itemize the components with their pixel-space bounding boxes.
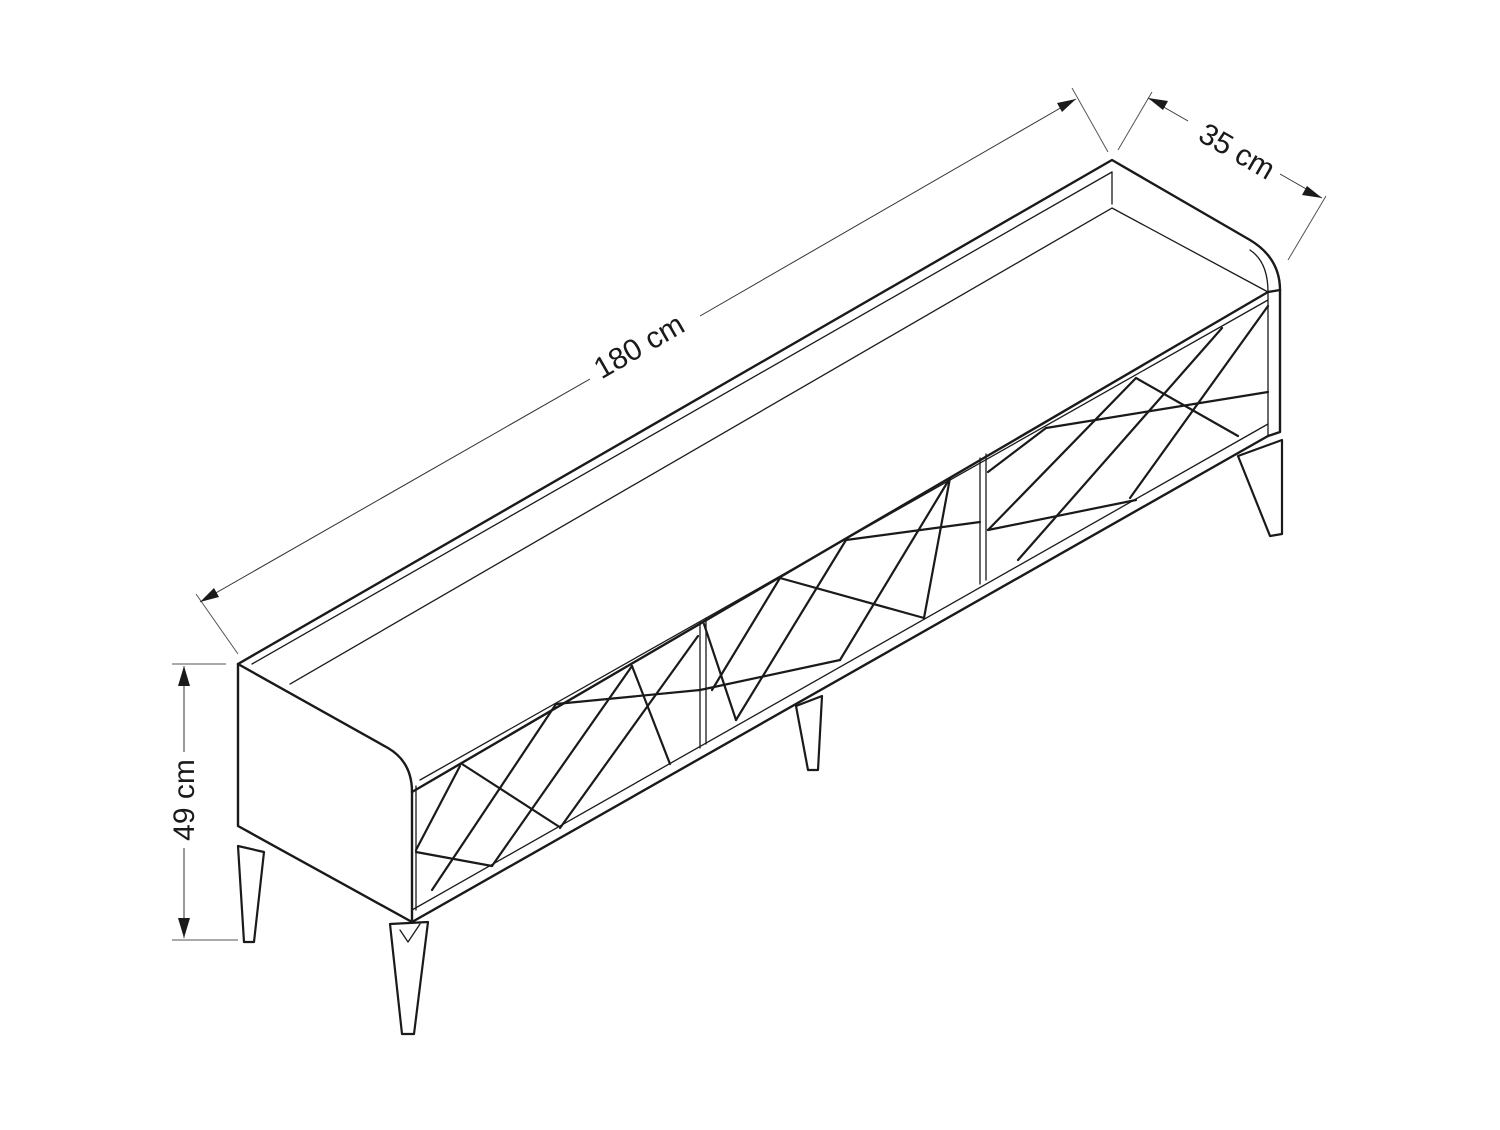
width-dimension: 180 cm	[195, 87, 1109, 655]
pattern-line	[734, 538, 848, 722]
pattern-line	[554, 688, 702, 706]
pattern-line	[1044, 390, 1270, 430]
bottom-inner-edge	[411, 423, 1269, 911]
depth-arrow-bottom	[1302, 186, 1322, 198]
leg-bracket	[399, 923, 421, 943]
pattern-line	[414, 850, 494, 868]
width-line-right	[699, 98, 1077, 317]
leg-back-right	[1236, 438, 1284, 538]
depth-extension-bottom	[1287, 195, 1327, 261]
height-arrow-bottom	[178, 918, 190, 938]
pattern-line	[460, 762, 560, 828]
depth-extension-top	[1117, 91, 1153, 151]
width-extension-left	[195, 593, 239, 655]
pattern-line	[698, 658, 842, 692]
pattern-line	[986, 498, 1138, 532]
pattern-line	[710, 576, 782, 692]
top-recess-edge	[289, 207, 1269, 685]
pattern-line	[702, 622, 738, 722]
bottom-front-edge	[410, 434, 1270, 924]
depth-dimension: 35 cm	[1117, 91, 1327, 261]
left-bottom-lip	[237, 825, 251, 833]
pattern-line	[430, 702, 558, 892]
pattern-line	[778, 576, 926, 620]
pattern-line	[1016, 326, 1224, 562]
depth-label: 35 cm	[1193, 117, 1280, 186]
width-label: 180 cm	[588, 308, 690, 386]
pattern-line	[630, 664, 672, 766]
width-arrow-right	[1057, 99, 1076, 112]
pattern-line	[414, 764, 462, 852]
left-side-panel	[236, 662, 414, 924]
leg-front-left	[236, 844, 266, 944]
cabinet-body	[236, 158, 1282, 924]
top-inner-rim-back	[251, 171, 1113, 665]
pattern-line	[986, 376, 1138, 532]
width-line-left	[199, 378, 591, 603]
top-outer-rim	[236, 158, 1282, 666]
pattern-line	[986, 426, 1048, 474]
pattern-line	[922, 476, 952, 620]
width-extension-right	[1071, 87, 1109, 153]
width-arrow-left	[200, 588, 219, 602]
leg-back-middle	[794, 694, 824, 772]
pattern-line	[1128, 304, 1270, 500]
legs	[236, 438, 1284, 1036]
front-top-inner-edge	[419, 299, 1269, 781]
pattern-line	[844, 520, 982, 542]
right-rim-curve-inner	[1249, 249, 1269, 293]
depth-arrow-top	[1148, 98, 1168, 110]
pattern-line	[558, 634, 700, 830]
height-arrow-top	[178, 666, 190, 686]
leg-front-right	[388, 920, 430, 1036]
door-pattern	[414, 304, 1270, 892]
right-side-panel	[1266, 288, 1282, 438]
height-dimension: 49 cm	[168, 663, 238, 941]
pattern-line	[838, 476, 952, 662]
pattern-line	[1134, 376, 1240, 438]
height-label: 49 cm	[168, 759, 201, 841]
